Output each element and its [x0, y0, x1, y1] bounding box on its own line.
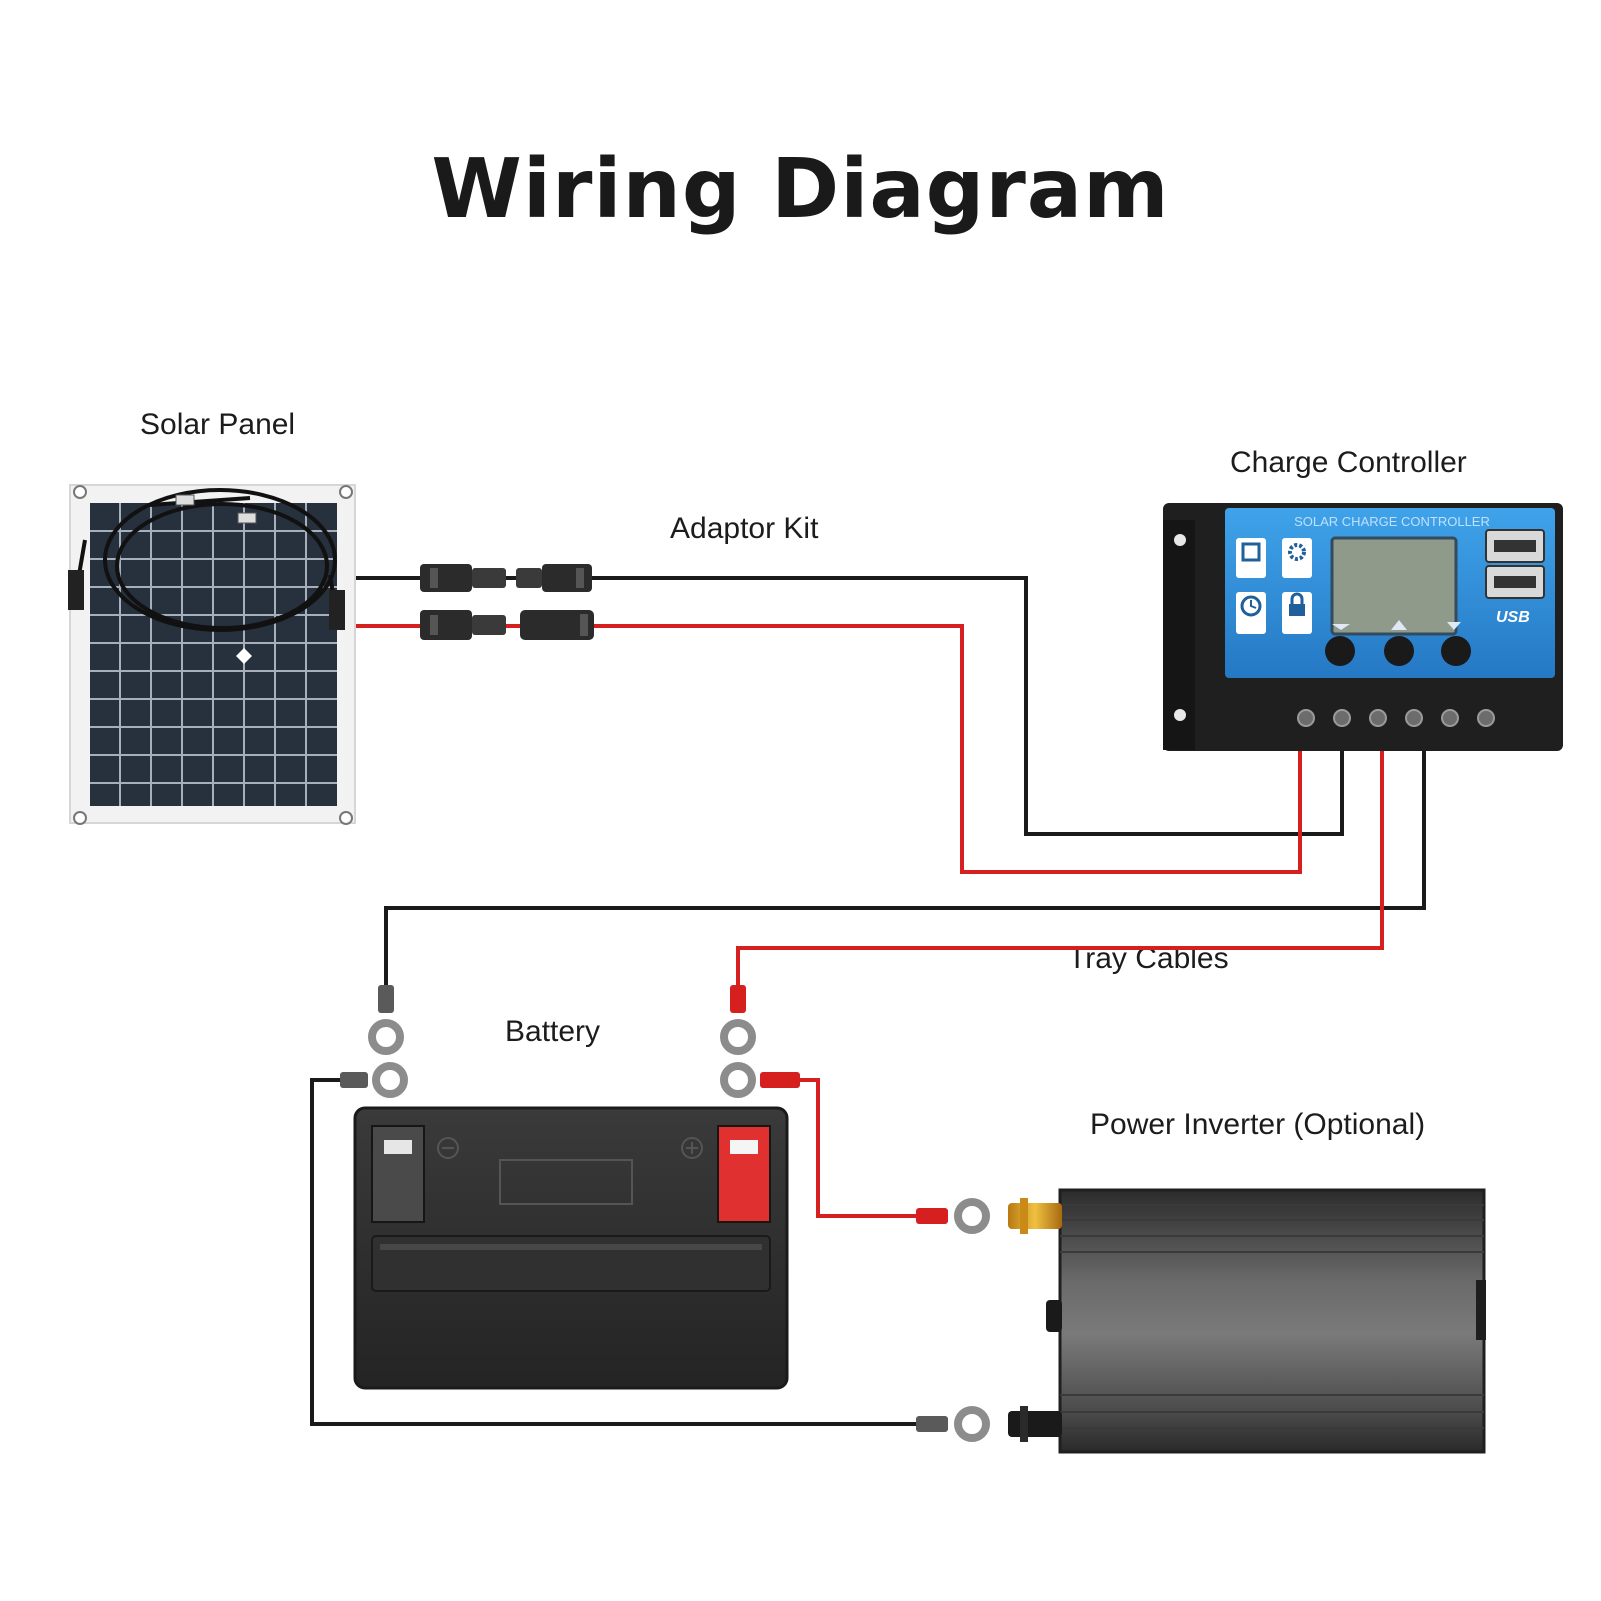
menu-button	[1325, 636, 1355, 666]
mode-icon	[1236, 538, 1266, 578]
mount-hole	[1174, 709, 1186, 721]
panel-cable-coil	[73, 488, 340, 632]
ring-terminal-negative-inverter-side	[340, 1062, 408, 1098]
solar-panel	[68, 484, 356, 825]
lock-icon	[1282, 592, 1312, 634]
ring-terminals	[340, 985, 990, 1442]
mc4-connector	[68, 570, 84, 610]
ring-terminal-inverter-positive	[916, 1198, 990, 1234]
solar-positive-wire	[355, 624, 1302, 874]
mc4-connector	[329, 590, 345, 630]
controller-buttons	[1325, 620, 1471, 666]
inverter-body	[1058, 1188, 1486, 1454]
junction-box	[175, 494, 195, 506]
inverter-fins	[1060, 1204, 1484, 1429]
mc4-connector-negative-male	[420, 564, 506, 592]
solar-negative-wire	[355, 576, 1344, 836]
usb-label: USB	[1496, 609, 1530, 626]
mc4-connector-positive-female	[520, 610, 594, 640]
inverter-negative-post	[1008, 1406, 1062, 1442]
battery-plus-icon	[681, 1137, 703, 1159]
solar-panel-label: Solar Panel	[140, 408, 296, 441]
mount-hole	[339, 485, 353, 499]
battery-minus-icon	[437, 1137, 459, 1159]
battery-label: Battery	[505, 1015, 601, 1048]
battery-label-plate	[499, 1159, 633, 1205]
junction-box	[237, 512, 257, 524]
clock-icon	[1236, 592, 1266, 634]
controller-header-text: SOLAR CHARGE CONTROLLER	[1294, 514, 1490, 529]
controller-terminals	[1297, 709, 1495, 727]
charge-controller-label: Charge Controller	[1230, 446, 1467, 479]
battery	[353, 1106, 789, 1390]
power-inverter	[1008, 1188, 1486, 1454]
settings-gear-icon	[1282, 538, 1312, 578]
down-button	[1441, 636, 1471, 666]
wires	[310, 576, 1426, 1426]
inverter-negative-wire	[310, 1078, 925, 1426]
adaptor-kit	[420, 564, 594, 640]
mount-hole	[73, 485, 87, 499]
mount-hole	[339, 811, 353, 825]
charge-controller: SOLAR CHARGE CONTROLLER	[1163, 503, 1563, 751]
up-button	[1384, 636, 1414, 666]
mount-hole	[73, 811, 87, 825]
diagram-title: Wiring Diagram	[431, 142, 1170, 237]
lcd-display	[1330, 536, 1458, 636]
inverter-switch	[1046, 1300, 1062, 1332]
ring-terminal-inverter-negative	[916, 1406, 990, 1442]
adaptor-kit-label: Adaptor Kit	[670, 512, 819, 545]
power-inverter-label: Power Inverter (Optional)	[1090, 1108, 1426, 1141]
ring-terminal-negative-top	[368, 985, 404, 1055]
inverter-positive-wire	[800, 1078, 925, 1218]
ring-terminal-positive-inverter-side	[720, 1062, 800, 1098]
ring-terminal-positive-top	[720, 985, 756, 1055]
battery-negative-wire	[384, 750, 1426, 985]
battery-positive-wire	[736, 750, 1384, 985]
inverter-positive-post	[1008, 1198, 1062, 1234]
mc4-connector-negative-female	[516, 564, 592, 592]
usb-port-icon	[1485, 529, 1545, 599]
mc4-connector-positive-male	[420, 610, 506, 640]
panel-corner-marker	[236, 648, 252, 664]
mount-hole	[1174, 534, 1186, 546]
